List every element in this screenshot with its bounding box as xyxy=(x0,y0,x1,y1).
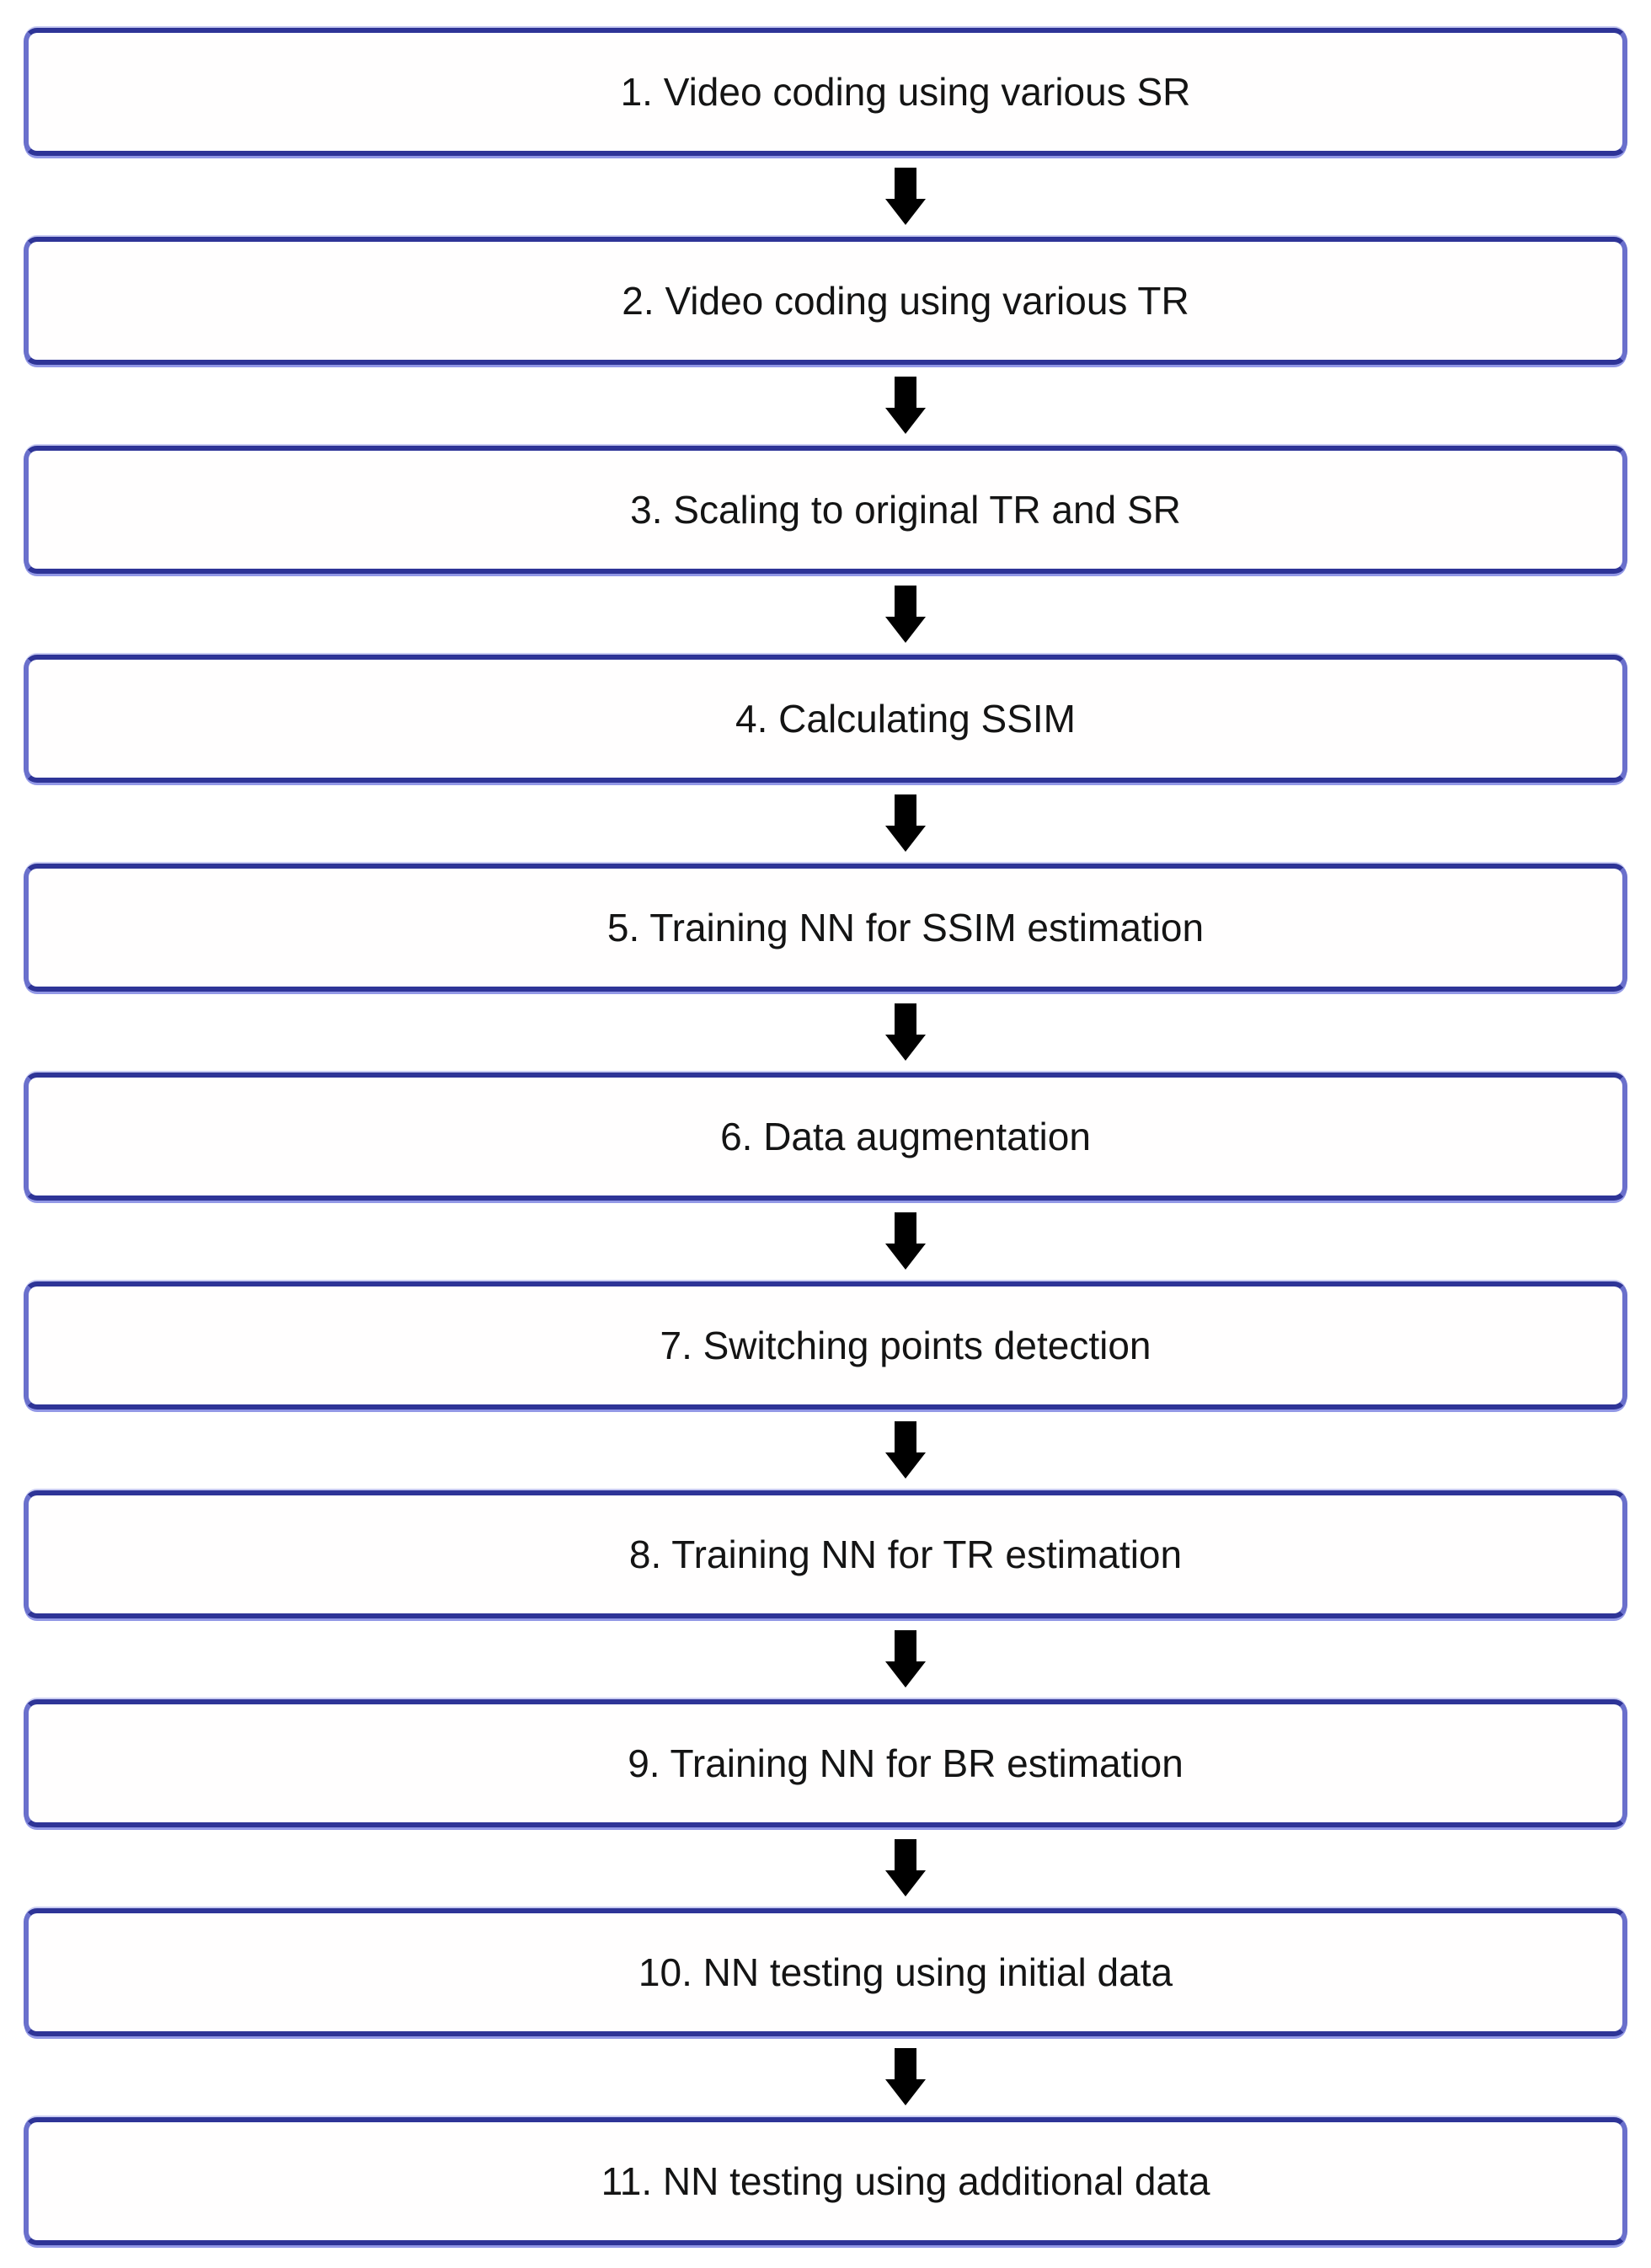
connector xyxy=(0,992,1651,1072)
arrow-head xyxy=(885,408,926,434)
down-arrow-icon xyxy=(885,2048,926,2105)
down-arrow-icon xyxy=(885,1421,926,1479)
connector xyxy=(0,1201,1651,1281)
flow-step-box: 5. Training NN for SSIM estimation xyxy=(24,864,1627,992)
arrow-head xyxy=(885,617,926,643)
flow-step-box: 9. Training NN for BR estimation xyxy=(24,1699,1627,1827)
flow-step-label: 3. Scaling to original TR and SR xyxy=(630,487,1181,532)
connector xyxy=(0,156,1651,237)
connector xyxy=(0,574,1651,655)
flow-step-box: 7. Switching points detection xyxy=(24,1281,1627,1409)
connector xyxy=(0,1409,1651,1490)
down-arrow-icon xyxy=(885,377,926,434)
flow-step-box: 4. Calculating SSIM xyxy=(24,655,1627,783)
arrow-stem xyxy=(895,377,916,408)
flow-step-label: 10. NN testing using initial data xyxy=(638,1950,1173,1994)
arrow-stem xyxy=(895,2048,916,2079)
connector xyxy=(0,1827,1651,1908)
flow-step-label: 6. Data augmentation xyxy=(720,1114,1091,1158)
down-arrow-icon xyxy=(885,794,926,852)
arrow-head xyxy=(885,1870,926,1896)
arrow-stem xyxy=(895,1212,916,1244)
arrow-head xyxy=(885,1661,926,1688)
flow-step-label: 4. Calculating SSIM xyxy=(735,696,1076,741)
flow-step-box: 10. NN testing using initial data xyxy=(24,1908,1627,2036)
connector xyxy=(0,365,1651,446)
flow-step-label: 9. Training NN for BR estimation xyxy=(628,1741,1183,1785)
arrow-head xyxy=(885,1452,926,1479)
flow-step-label: 8. Training NN for TR estimation xyxy=(628,1532,1183,1576)
arrow-head xyxy=(885,199,926,225)
arrow-stem xyxy=(895,1630,916,1661)
arrow-head xyxy=(885,1244,926,1270)
down-arrow-icon xyxy=(885,1003,926,1061)
arrow-head xyxy=(885,826,926,852)
down-arrow-icon xyxy=(885,1212,926,1270)
down-arrow-icon xyxy=(885,168,926,225)
arrow-stem xyxy=(895,1421,916,1452)
flow-step-label: 5. Training NN for SSIM estimation xyxy=(606,905,1205,949)
flow-step-label: 2. Video coding using various TR xyxy=(622,278,1189,323)
connector xyxy=(0,2036,1651,2117)
down-arrow-icon xyxy=(885,1839,926,1896)
arrow-stem xyxy=(895,586,916,617)
flow-step-label: 1. Video coding using various SR xyxy=(620,69,1191,114)
arrow-stem xyxy=(895,794,916,826)
connector xyxy=(0,1618,1651,1699)
arrow-stem xyxy=(895,1839,916,1870)
arrow-stem xyxy=(895,168,916,199)
flow-step-label: 11. NN testing using additional data xyxy=(601,2158,1210,2203)
connector xyxy=(0,783,1651,864)
flow-step-box: 6. Data augmentation xyxy=(24,1072,1627,1201)
down-arrow-icon xyxy=(885,586,926,643)
down-arrow-icon xyxy=(885,1630,926,1688)
flow-step-box: 3. Scaling to original TR and SR xyxy=(24,446,1627,574)
arrow-head xyxy=(885,1035,926,1061)
flow-step-box: 8. Training NN for TR estimation xyxy=(24,1490,1627,1618)
flow-step-label: 7. Switching points detection xyxy=(660,1323,1151,1367)
flow-step-box: 11. NN testing using additional data xyxy=(24,2117,1627,2245)
arrow-stem xyxy=(895,1003,916,1035)
flow-step-box: 2. Video coding using various TR xyxy=(24,237,1627,365)
arrow-head xyxy=(885,2079,926,2105)
flow-step-box: 1. Video coding using various SR xyxy=(24,28,1627,156)
